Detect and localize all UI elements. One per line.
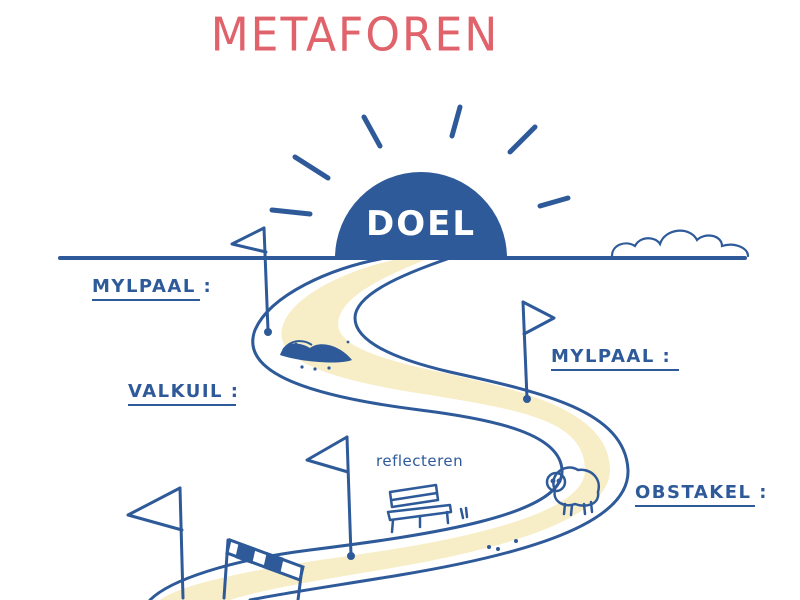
goal-dome (335, 172, 507, 258)
flag-icon (126, 486, 185, 600)
reflect-label: reflecteren (376, 452, 464, 470)
sun-icon (269, 104, 571, 258)
road-edge-left (148, 256, 564, 600)
underline (635, 505, 755, 507)
sun-rays (269, 104, 571, 217)
flag-icon (521, 300, 556, 403)
milestone-left-text: MYLPAAL : (92, 276, 213, 297)
hurdle-icon (222, 538, 305, 600)
pitfall-hole-icon (280, 340, 352, 371)
milestone-right-label: MYLPAAL : (551, 346, 679, 371)
page-title: METAFOREN (210, 8, 500, 63)
obstacle-text: OBSTAKEL : (635, 482, 768, 503)
goal-label: DOEL (366, 204, 476, 244)
underline (551, 369, 679, 371)
underline (92, 299, 200, 301)
road-edge-right (248, 256, 630, 600)
underline (128, 404, 236, 406)
sheep-icon (545, 466, 601, 517)
milestone-left-label: MYLPAAL : (92, 276, 212, 301)
milestone-right-text: MYLPAAL : (551, 346, 672, 367)
flag-icon (305, 435, 355, 560)
cloud-icon (610, 229, 750, 258)
obstacle-label: OBSTAKEL : (635, 482, 768, 507)
pitfall-label: VALKUIL : (128, 381, 240, 406)
pitfall-text: VALKUIL : (128, 381, 240, 402)
flag-icon (230, 226, 272, 336)
dots (487, 539, 518, 551)
bench-icon (386, 483, 469, 534)
